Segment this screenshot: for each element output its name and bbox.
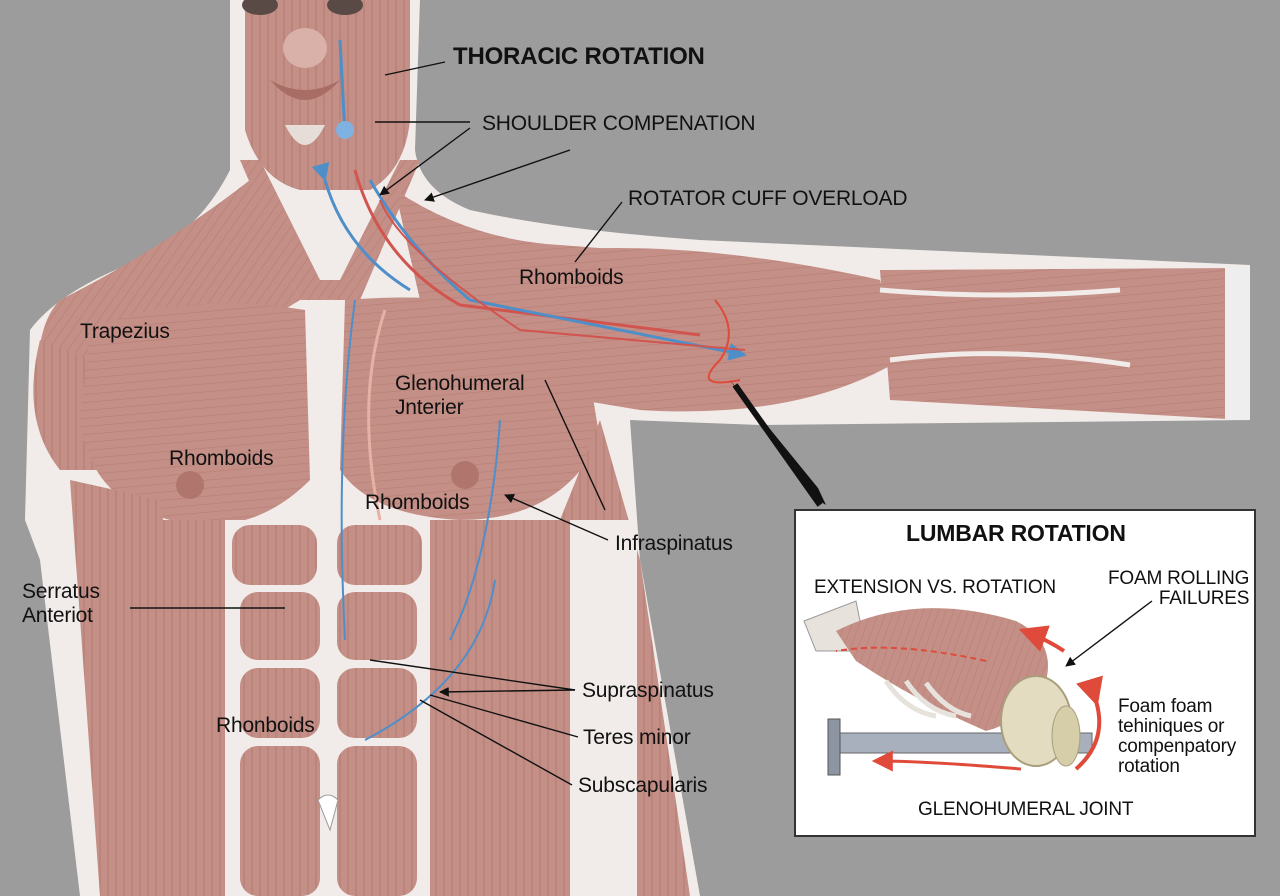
label-rhomboids-left-chest: Rhomboids xyxy=(169,447,273,471)
inset-title: LUMBAR ROTATION xyxy=(906,523,1126,543)
label-thoracic-rotation: THORACIC ROTATION xyxy=(453,45,705,69)
lumbar-rotation-inset: LUMBAR ROTATION EXTENSION VS. ROTATION F… xyxy=(794,509,1256,837)
label-rhomboids-arm: Rhomboids xyxy=(519,266,623,290)
inset-extension-vs-rotation: EXTENSION VS. ROTATION xyxy=(814,578,1056,598)
label-trapezius: Trapezius xyxy=(80,320,170,344)
inset-illustration xyxy=(796,511,1254,835)
abdominal-muscles xyxy=(160,520,637,896)
label-infraspinatus: Infraspinatus xyxy=(615,532,733,556)
label-rotator-cuff-overload: ROTATOR CUFF OVERLOAD xyxy=(628,187,907,211)
label-glenohumeral-jnterier: Glenohumeral Jnterier xyxy=(395,372,525,420)
sternum xyxy=(322,300,326,520)
label-subscapularis: Subscapularis xyxy=(578,774,707,798)
label-supraspinatus: Supraspinatus xyxy=(582,679,714,703)
label-serratus-anteriot: Serratus Anteriot xyxy=(22,580,100,628)
inset-glenohumeral-joint: GLENOHUMERAL JOINT xyxy=(918,800,1133,820)
label-shoulder-compenation: SHOULDER COMPENATION xyxy=(482,112,755,136)
inset-foam-rolling-failures: FOAM ROLLING FAILURES xyxy=(1108,569,1249,609)
arm-muscles xyxy=(560,248,1250,420)
label-teres-minor: Teres minor xyxy=(583,726,691,750)
inset-foam-note: Foam foam tehiniques or compenpatory rot… xyxy=(1118,697,1236,777)
label-rhonboids: Rhonboids xyxy=(216,714,315,738)
label-rhomboids-chest: Rhomboids xyxy=(365,491,469,515)
